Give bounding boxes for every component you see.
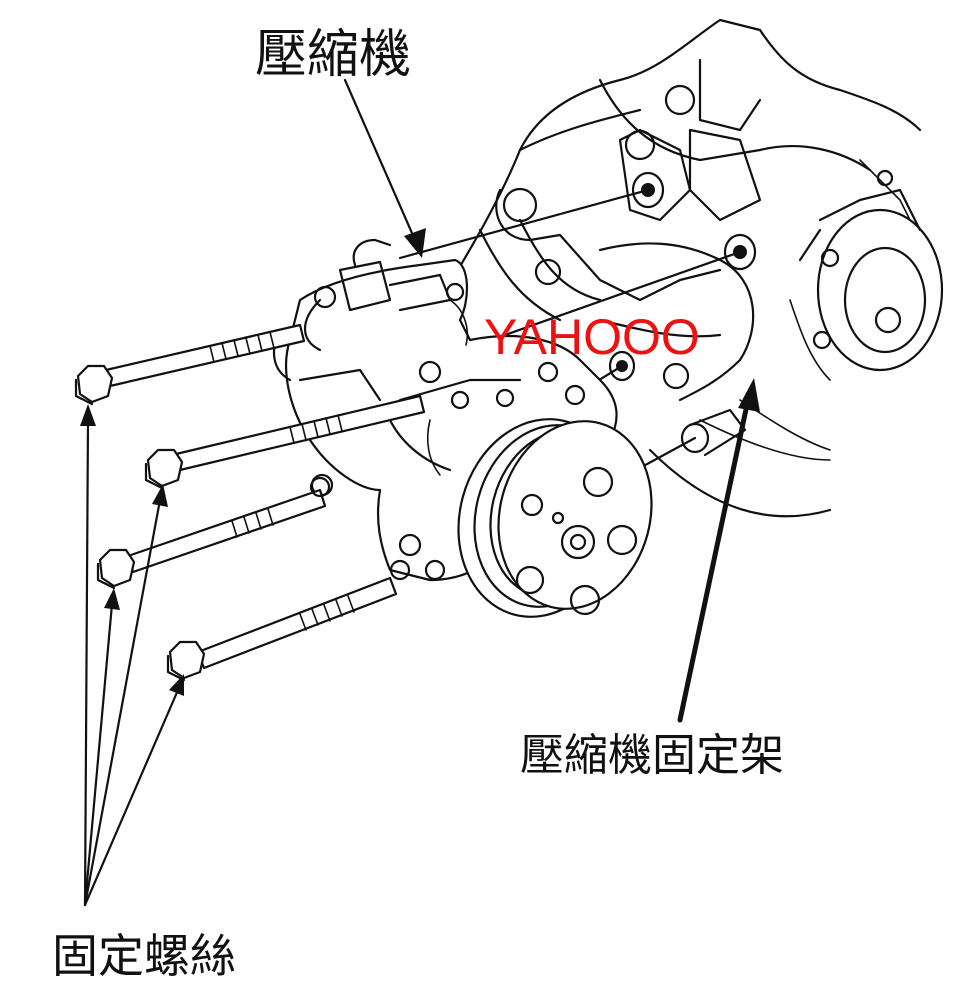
bracket-arrow: [677, 378, 760, 723]
mounting-bolts-label: 固定螺絲: [52, 929, 236, 983]
compressor-bracket: [495, 84, 757, 457]
compressor-arrow: [343, 78, 426, 258]
compressor-bracket-label: 壓縮機固定架: [520, 730, 784, 781]
side-pulley: [798, 169, 944, 372]
compressor-clutch-pulley: [457, 418, 653, 618]
bolt-1: [74, 323, 306, 406]
bolts-arrows: [80, 404, 184, 907]
bolt-3: [96, 476, 331, 590]
bolt-2: [144, 394, 426, 490]
compressor-label: 壓縮機: [255, 25, 411, 85]
bolt-4: [166, 576, 398, 682]
watermark-text: YAHOOO: [484, 309, 700, 365]
